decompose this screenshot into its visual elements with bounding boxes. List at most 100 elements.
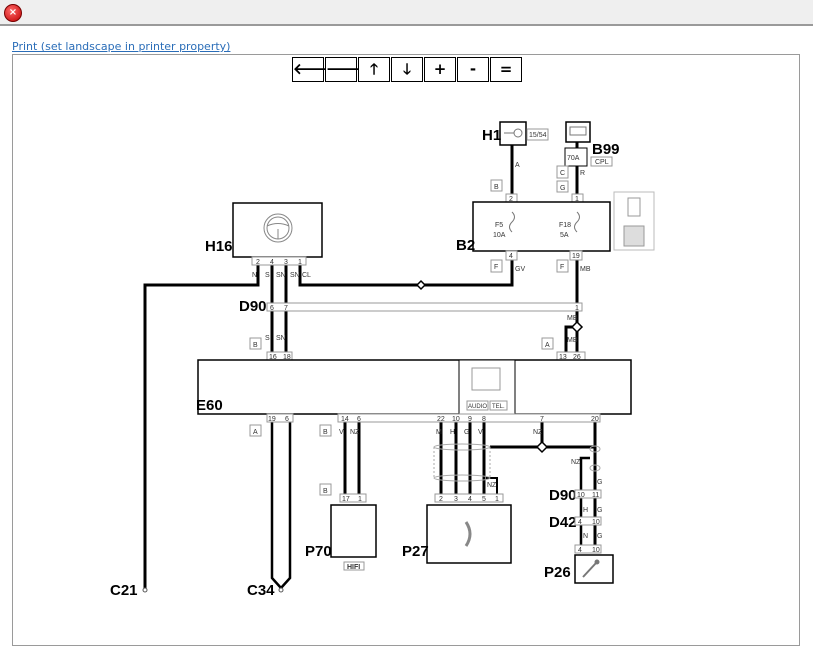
connector-label: F — [494, 264, 498, 271]
pin-number: 4 — [468, 496, 472, 503]
zoom-out-button[interactable]: - — [457, 57, 489, 82]
pin-number: 1 — [495, 496, 499, 503]
pin-number: 8 — [482, 416, 486, 423]
pin-number: 4 — [578, 547, 582, 554]
wire-color: A — [515, 162, 520, 169]
pan-left-button[interactable]: 🡐 — [292, 57, 333, 82]
pin-number: 19 — [572, 253, 580, 260]
wire-color: NZ — [533, 429, 543, 436]
wire-color: NZ — [571, 459, 581, 466]
pin-number: 16 — [269, 354, 277, 361]
pin-number: 11 — [592, 492, 599, 499]
pin-number: 4 — [509, 253, 513, 260]
pin-number: 2 — [509, 196, 513, 203]
b99-tag: CPL — [595, 159, 609, 166]
ground-icon — [142, 587, 148, 593]
fuse-icon — [509, 211, 515, 233]
d90-label: D90 — [239, 298, 267, 315]
print-link[interactable]: Print (set landscape in printer property… — [12, 40, 231, 53]
wire-color: G — [597, 533, 602, 540]
wire-color: H — [450, 429, 455, 436]
tel-label: TEL. — [492, 404, 505, 410]
wire-color: NZ — [487, 482, 497, 489]
pin-number: 18 — [283, 354, 291, 361]
pan-up-button[interactable]: 🡑 — [358, 57, 390, 82]
close-icon[interactable]: × — [4, 4, 22, 22]
pin-number: 2 — [439, 496, 443, 503]
wire-color: G — [597, 507, 602, 514]
connector-label: F — [560, 264, 564, 271]
pin-number: 1 — [575, 305, 579, 312]
e60-radio-unit — [197, 359, 632, 415]
pin-number: 22 — [437, 416, 445, 423]
wire-color: MB — [567, 337, 578, 344]
pin-number: 10 — [452, 416, 460, 423]
wire-color: N — [252, 272, 257, 279]
pin-number: 3 — [284, 259, 288, 266]
diagram-frame — [12, 54, 800, 646]
pan-down-button[interactable]: 🡓 — [391, 57, 423, 82]
pin-number: 13 — [559, 354, 567, 361]
p70-label: P70 — [305, 543, 332, 560]
wire-color: S — [265, 272, 270, 279]
phone-icon — [464, 521, 472, 547]
pin-number: 5 — [482, 496, 486, 503]
b99-fuse: 70A — [567, 155, 580, 162]
wire-color: V — [339, 429, 344, 436]
pin-number: 4 — [270, 259, 274, 266]
splice-node — [415, 279, 427, 291]
pin-number: 17 — [342, 496, 350, 503]
wire-color: NZ — [350, 429, 360, 436]
wire-color: V — [478, 429, 483, 436]
pin-number: 1 — [298, 259, 302, 266]
fuse-location-thumbnail — [613, 191, 655, 251]
wire-color: G — [597, 479, 602, 486]
c34-ground-label: C34 — [247, 582, 275, 599]
fuse-id: F5 — [495, 222, 503, 229]
connector-label: B — [323, 429, 328, 436]
d90-label: D90 — [549, 487, 577, 504]
pin-number: 1 — [358, 496, 362, 503]
b99-label: B99 — [592, 141, 620, 158]
pin-number: 10 — [577, 492, 585, 499]
pin-number: 3 — [454, 496, 458, 503]
wire-color: N — [583, 533, 588, 540]
wires — [142, 142, 601, 593]
connector-label: B — [323, 488, 328, 495]
splice-node — [570, 320, 584, 334]
fuse-icon — [574, 211, 580, 233]
wire-color: R — [580, 170, 585, 177]
wire-color: H — [583, 507, 588, 514]
wire-color: S — [265, 335, 270, 342]
pin-number: 7 — [540, 416, 544, 423]
wire-color: SN — [290, 272, 300, 279]
wire-color: GV — [515, 266, 525, 273]
pin-number: 9 — [468, 416, 472, 423]
d42-label: D42 — [549, 514, 577, 531]
zoom-in-button[interactable]: + — [424, 57, 456, 82]
audio-label: AUDIO — [468, 404, 487, 410]
splice-node — [535, 440, 549, 454]
pin-number: 10 — [592, 519, 600, 526]
pin-number: 6 — [270, 305, 274, 312]
pin-number: 1 — [575, 196, 579, 203]
steering-wheel-icon — [263, 213, 293, 243]
connector-label: B — [253, 342, 258, 349]
zoom-reset-button[interactable]: = — [490, 57, 522, 82]
pin-number: 10 — [592, 547, 600, 554]
d90-connector-strip — [266, 302, 583, 312]
p26-microphone — [574, 554, 614, 584]
key-icon — [504, 128, 523, 138]
pin-number: 7 — [284, 305, 288, 312]
pin-number: 14 — [341, 416, 349, 423]
h1-tag: 15/54 — [529, 132, 547, 139]
e60-label: E60 — [196, 397, 223, 414]
connector-label: A — [253, 429, 258, 436]
pin-number: 4 — [578, 519, 582, 526]
pan-right-button[interactable]: 🡒 — [325, 57, 366, 82]
fuse-rating: 5A — [560, 232, 569, 239]
b2-fuse-box — [472, 201, 611, 252]
p70-hifi-amplifier — [330, 504, 377, 558]
p27-label: P27 — [402, 543, 429, 560]
